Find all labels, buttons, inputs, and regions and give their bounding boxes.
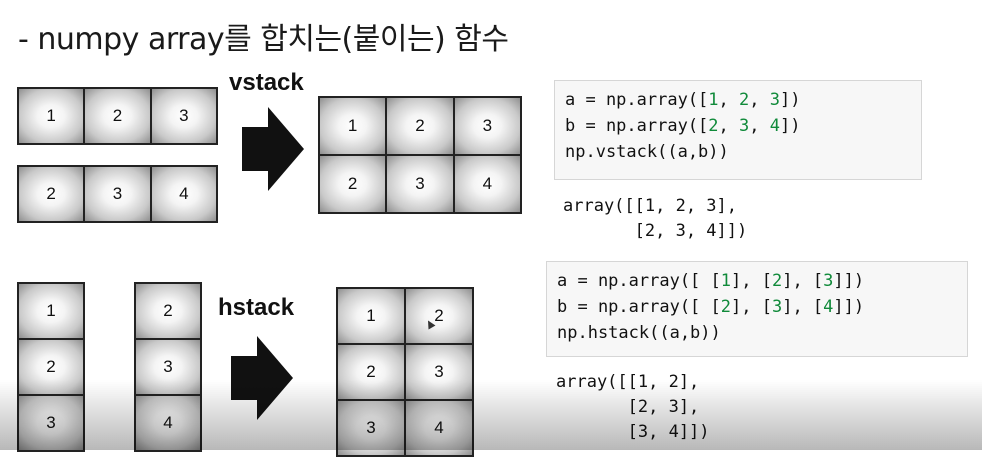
cell: 3 bbox=[454, 98, 520, 154]
slide-title: - numpy array를 합치는(붙이는) 함수 bbox=[18, 22, 509, 57]
cell: 1 bbox=[19, 89, 84, 143]
vstack-input-a: 1 2 3 bbox=[17, 87, 218, 145]
vstack-result: 1 2 3 2 3 4 bbox=[318, 96, 522, 214]
cell: 3 bbox=[151, 89, 216, 143]
cell: 1 bbox=[19, 284, 83, 338]
hstack-label: hstack bbox=[218, 294, 295, 321]
code-line: a = np.array([ [1], [2], [3]]) bbox=[557, 271, 865, 291]
cell: 3 bbox=[19, 396, 83, 450]
cell: 3 bbox=[406, 345, 472, 399]
cell: 3 bbox=[136, 340, 200, 394]
output-line: [2, 3], bbox=[556, 397, 700, 417]
output-line: [3, 4]]) bbox=[556, 422, 710, 442]
cell: 4 bbox=[454, 156, 520, 212]
cell: 2 bbox=[136, 284, 200, 338]
cell: 4 bbox=[151, 167, 216, 221]
vstack-input-b: 2 3 4 bbox=[17, 165, 218, 223]
code-line: np.vstack((a,b)) bbox=[565, 142, 729, 162]
output-line: array([[1, 2, 3], bbox=[563, 196, 737, 216]
cell: 2 bbox=[406, 289, 472, 343]
output-line: array([[1, 2], bbox=[556, 372, 700, 392]
right-arrow-icon bbox=[231, 336, 293, 420]
cell: 3 bbox=[85, 167, 150, 221]
hstack-input-b: 2 3 4 bbox=[134, 282, 202, 452]
cell: 1 bbox=[320, 98, 386, 154]
hstack-output: array([[1, 2], [2, 3], [3, 4]]) bbox=[556, 370, 710, 445]
cell: 3 bbox=[387, 156, 453, 212]
right-arrow-icon bbox=[242, 107, 304, 191]
vstack-label: vstack bbox=[229, 69, 304, 96]
cell: 2 bbox=[338, 345, 404, 399]
cell: 4 bbox=[136, 396, 200, 450]
cell: 2 bbox=[85, 89, 150, 143]
output-line: [2, 3, 4]]) bbox=[563, 221, 748, 241]
hstack-input-a: 1 2 3 bbox=[17, 282, 85, 452]
cell: 3 bbox=[338, 401, 404, 455]
code-line: b = np.array([2, 3, 4]) bbox=[565, 116, 801, 136]
code-line: np.hstack((a,b)) bbox=[557, 323, 721, 343]
cell: 1 bbox=[338, 289, 404, 343]
cell: 2 bbox=[19, 167, 84, 221]
cell: 4 bbox=[406, 401, 472, 455]
vstack-output: array([[1, 2, 3], [2, 3, 4]]) bbox=[563, 194, 747, 244]
vstack-code-cell[interactable]: a = np.array([1, 2, 3]) b = np.array([2, … bbox=[554, 80, 922, 180]
code-line: a = np.array([1, 2, 3]) bbox=[565, 90, 801, 110]
hstack-code-cell[interactable]: a = np.array([ [1], [2], [3]]) b = np.arr… bbox=[546, 261, 968, 357]
code-line: b = np.array([ [2], [3], [4]]) bbox=[557, 297, 865, 317]
cell: 2 bbox=[320, 156, 386, 212]
cell: 2 bbox=[387, 98, 453, 154]
cell: 2 bbox=[19, 340, 83, 394]
hstack-result: 1 2 2 3 3 4 bbox=[336, 287, 474, 457]
